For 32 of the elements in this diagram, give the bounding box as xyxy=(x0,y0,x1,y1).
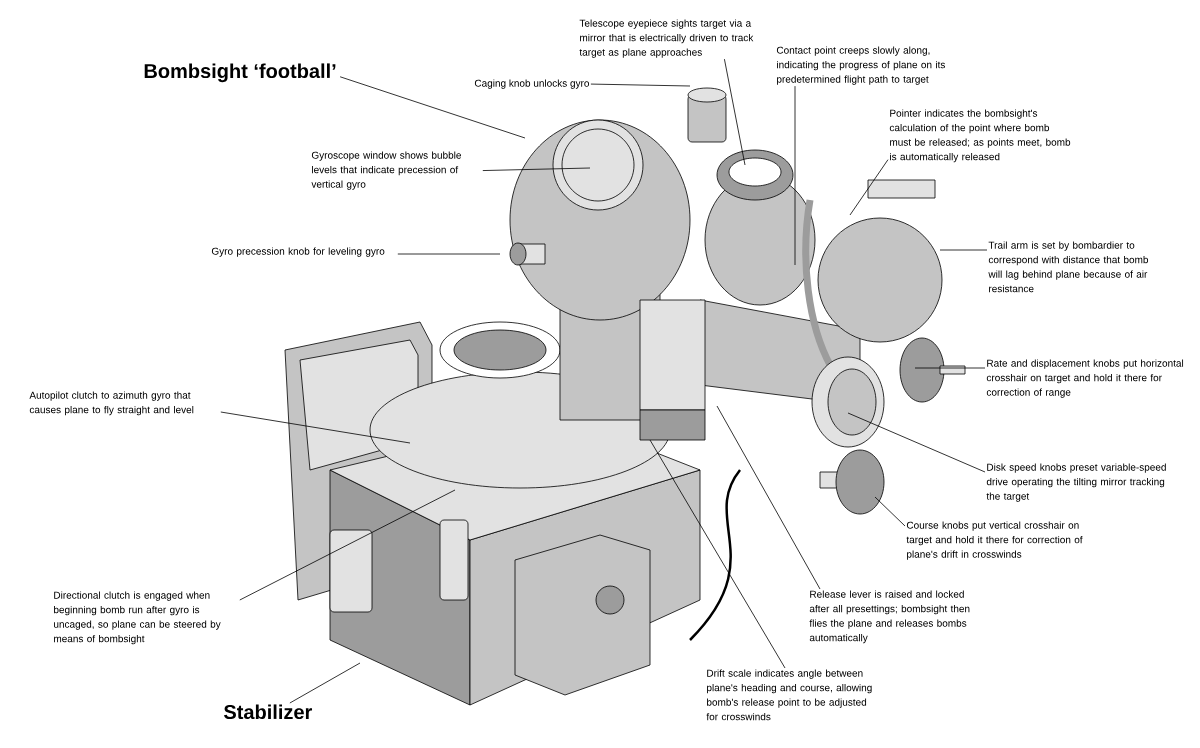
callout-text: Disk speed knobs preset variable-speed drive operating the tilting mirror tracking the target xyxy=(986,463,1166,502)
callout-text: Rate and displacement knobs put horizontal crosshair on target and hold it there for correction of range xyxy=(986,359,1184,398)
callout-text: Release lever is raised and locked after all presettings; bombsight then flies the plane and releases bombs automatically xyxy=(809,590,970,644)
callout-text: Gyro precession knob for leveling gyro xyxy=(211,247,385,257)
callout-text: Trail arm is set by bombardier to correspond with distance that bomb will lag behind plane because of air resistance xyxy=(988,241,1149,293)
part-heading: Stabilizer xyxy=(224,704,312,720)
callout-text: Drift scale indicates angle between plane's heading and course, allowing bomb's release point to be adjusted for crosswinds xyxy=(706,669,872,721)
callout-text: Course knobs put vertical crosshair on target and hold it there for correction of plane's drift in crosswinds xyxy=(906,521,1083,560)
callout-text: Pointer indicates the bombsight's calculation of the point where bomb must be released; as points meet, bomb is automatically released xyxy=(889,109,1071,163)
leader-line xyxy=(482,167,591,171)
leader-line xyxy=(794,85,796,266)
leader-line xyxy=(397,253,501,255)
leader-line xyxy=(939,249,988,251)
callout-text: Contact point creeps slowly along, indicating the progress of plane on its predetermined flight path to target xyxy=(776,46,945,85)
leader-line xyxy=(849,159,889,216)
leader-line xyxy=(716,405,821,590)
leader-line xyxy=(339,76,526,139)
leader-line xyxy=(847,412,986,473)
callout-text: Autopilot clutch to azimuth gyro that causes plane to fly straight and level xyxy=(29,391,194,416)
leader-line xyxy=(220,411,411,444)
leader-line xyxy=(649,439,786,669)
part-heading: Bombsight ‘football’ xyxy=(144,63,336,83)
callout-text: Gyroscope window shows bubble levels that indicate precession of vertical gyro xyxy=(311,151,461,190)
leader-line xyxy=(724,58,746,166)
callout-text: Caging knob unlocks gyro xyxy=(474,79,590,89)
callout-text: Directional clutch is engaged when beginning bomb run after gyro is uncaged, so plane can be steered by means of bombsight xyxy=(54,591,221,645)
leader-line xyxy=(590,83,691,87)
leader-line xyxy=(914,367,986,369)
leader-line xyxy=(239,489,456,601)
callout-text: Telescope eyepiece sights target via a mirror that is electrically driven to track target as plane approaches xyxy=(579,19,754,58)
leader-line xyxy=(289,662,361,704)
leader-line xyxy=(874,496,906,527)
